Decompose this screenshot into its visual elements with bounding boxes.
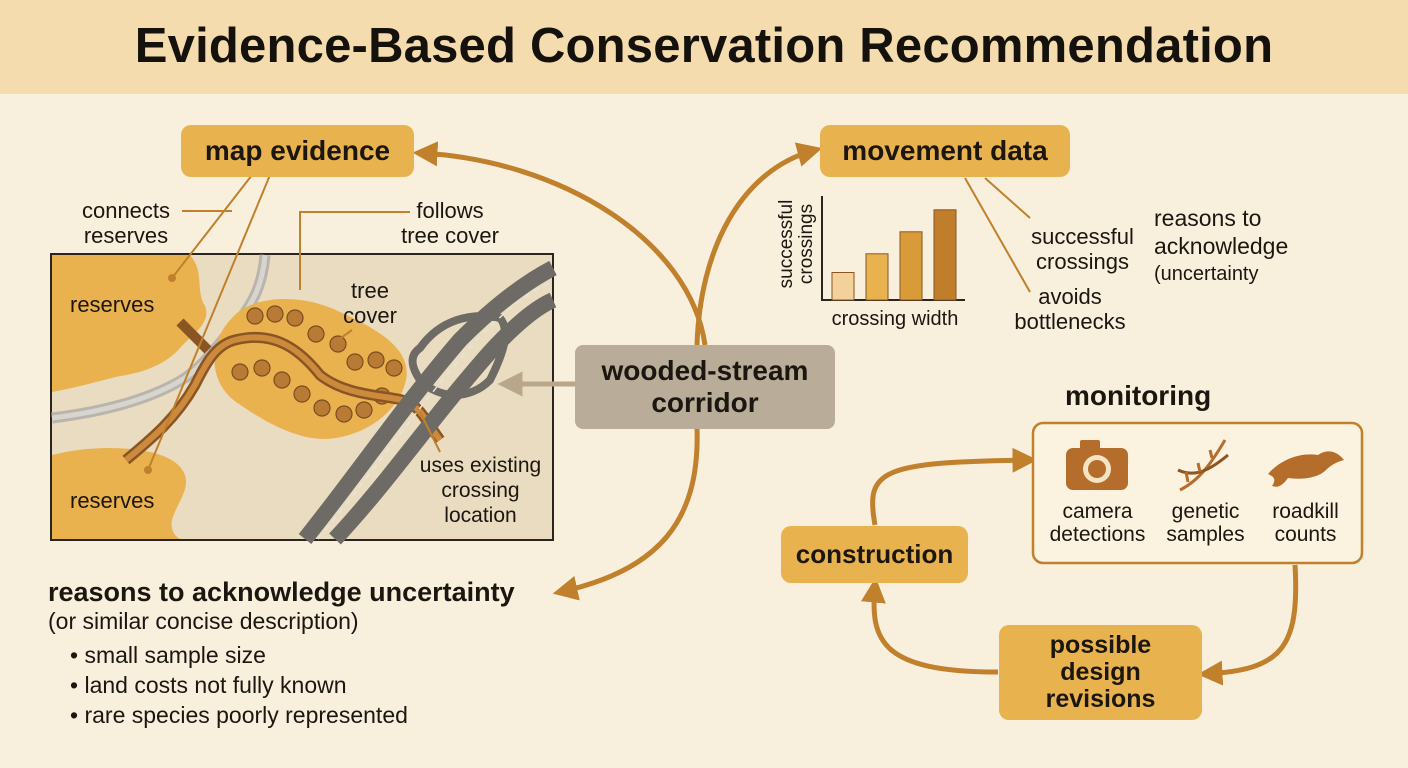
reasons-uncertainty-sub: (uncertainty (1154, 263, 1259, 285)
cycle-arrows (860, 447, 1299, 686)
camera-detections-label: camera detections (1049, 500, 1146, 546)
chart-bar (865, 253, 889, 301)
uncertainty-subtitle: (or similar concise description) (48, 608, 359, 634)
reserve-bottom (52, 447, 187, 539)
monitoring-title: monitoring (1065, 380, 1212, 411)
uncertainty-item-text: rare species poorly represented (84, 702, 408, 728)
reserve-top (52, 255, 207, 392)
flow-arrows (412, 141, 823, 601)
design-revisions-label: possible design revisions (1045, 631, 1156, 713)
leader-lines (147, 174, 1031, 471)
chart-y-label: successful crossings (776, 199, 817, 289)
follows-tree-cover-label: follows tree cover (401, 198, 499, 248)
map-evidence-label: map evidence (204, 135, 391, 166)
movement-data-pill: movement data (820, 125, 1070, 177)
wooded-stream-corridor-node: wooded-stream corridor (575, 345, 835, 429)
camera-icon (1066, 440, 1128, 490)
uncertainty-item-text: small sample size (84, 642, 266, 668)
uncertainty-item-text: land costs not fully known (84, 672, 347, 698)
arrow-to-uncertainty (552, 427, 700, 601)
construction-label: construction (795, 539, 954, 569)
trees (231, 305, 403, 423)
page-title: Evidence-Based Conservation Recommendati… (134, 19, 1274, 73)
uses-existing-crossing-label: uses existing crossing location (419, 454, 542, 527)
chart-x-label: crossing width (831, 308, 959, 330)
crossings-chart (821, 196, 965, 301)
reserves-bottom-label: reserves (70, 488, 155, 513)
avoids-bottlenecks-label: avoids bottlenecks (1014, 284, 1126, 334)
design-revisions-node: possible design revisions (999, 625, 1202, 720)
uncertainty-item: • land costs not fully known (70, 672, 347, 698)
roadkill-counts-label: roadkill counts (1272, 500, 1339, 546)
highway (298, 260, 557, 545)
successful-crossings-label: successful crossings (1031, 224, 1134, 274)
uncertainty-title: reasons to acknowledge uncertainty (48, 577, 515, 607)
uncertainty-item: • small sample size (70, 642, 266, 668)
title-banner (0, 0, 1408, 94)
chart-bar (933, 209, 957, 301)
chart-bar (899, 231, 923, 301)
construction-node: construction (781, 526, 968, 583)
reasons-acknowledge-label: reasons to acknowledge (1154, 205, 1289, 259)
map-evidence-pill: map evidence (181, 125, 414, 177)
tree-cover-label: tree cover (343, 278, 397, 328)
genetic-samples-label: genetic samples (1166, 500, 1245, 546)
arrow-to-map-evidence (412, 141, 708, 346)
uncertainty-item: • rare species poorly represented (70, 702, 408, 728)
reserves-top-label: reserves (70, 292, 155, 317)
dna-icon (1177, 439, 1229, 492)
roadkill-animal-icon (1268, 451, 1344, 487)
connects-reserves-label: connects reserves (81, 198, 171, 248)
chart-bar (831, 272, 855, 301)
arrow-to-movement-data (694, 142, 823, 346)
movement-data-label: movement data (842, 135, 1048, 166)
center-label: wooded-stream corridor (601, 355, 809, 418)
corridor-map (50, 253, 557, 545)
